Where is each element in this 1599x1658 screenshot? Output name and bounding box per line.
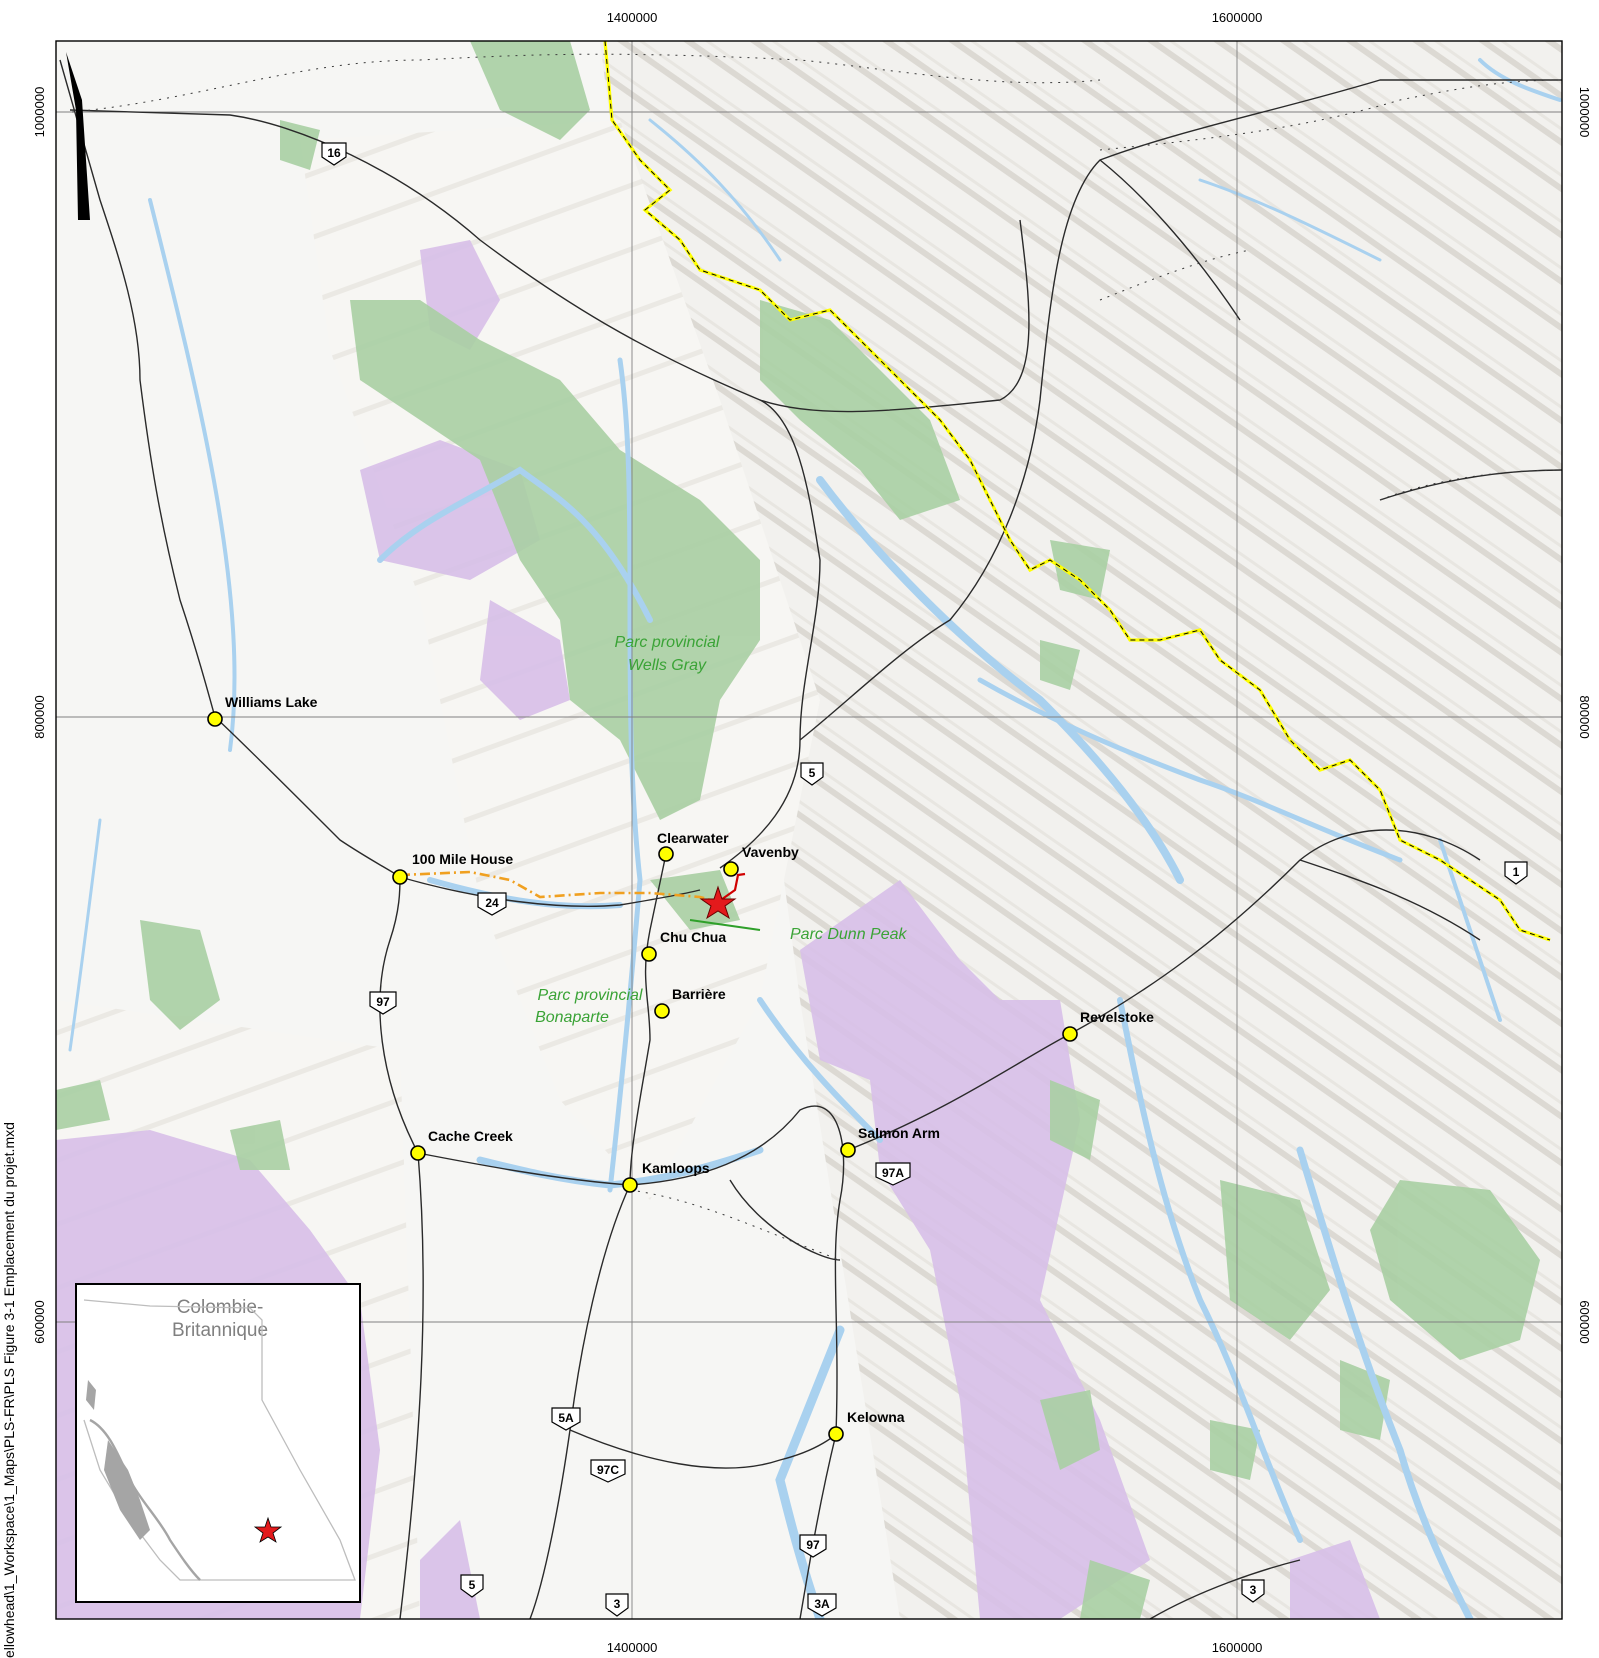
project-location-star-icon — [699, 885, 737, 920]
inset-locator-map: Colombie- Britannique — [75, 1283, 361, 1603]
highway-number: 3A — [814, 1597, 830, 1611]
highway-shield: 3 — [605, 1593, 629, 1617]
highway-number: 5A — [558, 1411, 574, 1425]
highway-shield: 97 — [799, 1534, 827, 1558]
inset-project-star-icon — [253, 1516, 283, 1543]
city-label: Vavenby — [742, 844, 799, 860]
city-label: Cache Creek — [428, 1128, 513, 1144]
highway-shield: 5A — [551, 1407, 581, 1431]
coastline — [89, 1418, 201, 1581]
highway-shield: 97 — [369, 991, 397, 1015]
highway-number: 97C — [597, 1463, 619, 1477]
city-kelowna: Kelowna — [828, 1409, 905, 1442]
city-kamloops: Kamloops — [622, 1160, 710, 1193]
railways — [71, 53, 1562, 1261]
city-revelstoke: Revelstoke — [1062, 1009, 1154, 1042]
x-coord-top-2: 1600000 — [1212, 10, 1263, 25]
highway-shield: 1 — [1504, 861, 1528, 885]
y-coord-right-1: 1000000 — [1577, 87, 1592, 138]
highway-number: 3 — [614, 1597, 621, 1611]
document-path: ellowhead\1_Workspace\1_Maps\PLS-FR\PLS … — [1, 1122, 17, 1658]
city-label: 100 Mile House — [412, 851, 513, 867]
city-label: Chu Chua — [660, 929, 726, 945]
park-label-bonaparte-line2: Bonaparte — [535, 1009, 609, 1026]
city-barriere: Barrière — [654, 986, 726, 1019]
map-frame — [55, 40, 1563, 1620]
y-coord-left-2: 800000 — [32, 695, 47, 738]
y-coord-right-3: 600000 — [1577, 1300, 1592, 1343]
north-arrow-icon — [66, 52, 90, 220]
highway-number: 1 — [1513, 865, 1520, 879]
city-label: Barrière — [672, 986, 726, 1002]
highway-shields: 16 5 24 97 1 97A 5A 97C 97 5 3 3A 3 — [321, 142, 1528, 1617]
city-label: Williams Lake — [225, 694, 318, 710]
city-label: Kamloops — [642, 1160, 710, 1176]
park-label-wells-gray-line1: Parc provincial — [615, 634, 720, 651]
city-label: Revelstoke — [1080, 1009, 1154, 1025]
rivers — [68, 58, 1562, 1619]
park-label-wells-gray-line2: Wells Gray — [628, 657, 707, 674]
x-coord-bottom-2: 1600000 — [1212, 1640, 1263, 1655]
haida-gwaii — [86, 1380, 96, 1410]
highway-number: 24 — [485, 896, 499, 910]
highway-shield: 5 — [800, 762, 824, 786]
city-salmon-arm: Salmon Arm — [840, 1125, 940, 1158]
highway-number: 97A — [882, 1166, 904, 1180]
highway-shield: 97C — [590, 1459, 626, 1483]
highway-number: 97 — [376, 995, 390, 1009]
city-vavenby: Vavenby — [723, 844, 799, 877]
provincial-boundary-dash — [604, 41, 1551, 941]
park-label-bonaparte-line1: Parc provincial — [538, 987, 643, 1004]
highway-number: 5 — [469, 1578, 476, 1592]
vancouver-island — [104, 1440, 150, 1540]
city-chu-chua: Chu Chua — [641, 929, 726, 962]
highway-number: 97 — [806, 1538, 820, 1552]
highway-shield: 24 — [477, 892, 507, 916]
highway-number: 5 — [809, 766, 816, 780]
city-label: Kelowna — [847, 1409, 905, 1425]
x-coord-top-1: 1400000 — [607, 10, 658, 25]
park-label-dunn-peak: Parc Dunn Peak — [790, 926, 908, 943]
highway-shield: 5 — [460, 1574, 484, 1598]
city-clearwater: Clearwater — [657, 830, 729, 862]
city-label: Clearwater — [657, 830, 729, 846]
parks — [56, 41, 1540, 1619]
city-100-mile-house: 100 Mile House — [392, 851, 513, 885]
y-coord-left-1: 1000000 — [32, 87, 47, 138]
access-connector — [717, 872, 746, 903]
proposed-route — [399, 870, 719, 904]
y-coord-right-2: 800000 — [1577, 695, 1592, 738]
highway-number: 16 — [327, 146, 341, 160]
highway-shield: 97A — [875, 1162, 911, 1186]
cities: Williams Lake 100 Mile House Clearwater … — [207, 694, 1154, 1442]
highway-number: 3 — [1250, 1583, 1257, 1597]
x-coord-bottom-1: 1400000 — [607, 1640, 658, 1655]
roads — [59, 59, 1562, 1619]
dunn-peak-leader — [689, 919, 761, 931]
wells-gray-park-area — [350, 300, 760, 820]
highway-shield: 3A — [807, 1593, 837, 1617]
inset-title-line2: Britannique — [172, 1320, 268, 1341]
highway-shield: 3 — [1241, 1579, 1265, 1603]
y-coord-left-3: 600000 — [32, 1300, 47, 1343]
city-cache-creek: Cache Creek — [410, 1128, 513, 1161]
highway-shield: 16 — [321, 142, 347, 166]
city-williams-lake: Williams Lake — [207, 694, 318, 727]
city-label: Salmon Arm — [858, 1125, 940, 1141]
